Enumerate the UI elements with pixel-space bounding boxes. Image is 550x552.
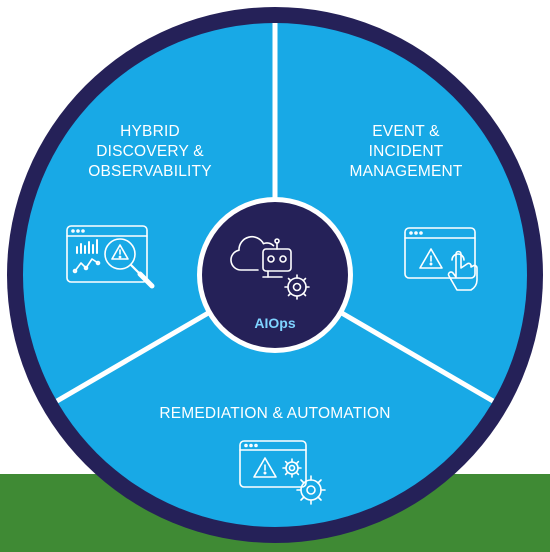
segment-dividers [55, 23, 495, 404]
label-line: OBSERVABILITY [88, 163, 212, 180]
hub-circle [202, 202, 348, 348]
segment-label-event-incident: EVENT & INCIDENT MANAGEMENT [325, 122, 487, 182]
browser-alert-gears-icon [239, 440, 326, 505]
label-line: EVENT & [372, 123, 440, 140]
browser-alert-pointer-hand-icon [404, 227, 478, 291]
label-line: REMEDIATION & AUTOMATION [159, 405, 391, 422]
cloud-robot-gear-icon [230, 235, 310, 300]
label-line: MANAGEMENT [349, 163, 463, 180]
label-line: HYBRID [120, 123, 180, 140]
hub-label: AIOps [254, 315, 296, 331]
label-line: DISCOVERY & [96, 143, 204, 160]
dashboard-chart-magnifier-alert-icon [66, 225, 155, 289]
segment-label-remediation-automation: REMEDIATION & AUTOMATION [110, 404, 440, 424]
label-line: INCIDENT [368, 143, 444, 160]
segment-label-hybrid-discovery: HYBRID DISCOVERY & OBSERVABILITY [70, 122, 230, 182]
